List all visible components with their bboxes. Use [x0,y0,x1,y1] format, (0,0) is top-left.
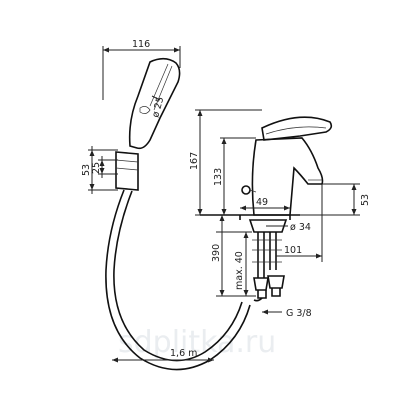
dim-dia-25: ø 25 [150,95,166,119]
dim-label-hose-length: 1,6 m [170,348,197,359]
dim-label-116: 116 [132,39,150,50]
dim-167-133: 167 133 [189,109,262,216]
dim-390-40: 390 max. 40 [211,215,256,297]
dim-49: 49 [240,197,290,211]
dim-label-dia-34: ø 34 [290,222,311,233]
dim-holder: 53 25 [81,146,118,194]
dim-label-max-40: max. 40 [234,251,245,290]
wall-holder [115,151,139,191]
dim-label-390: 390 [211,244,222,262]
dim-label-25-holder: 25 [91,162,102,174]
dim-label-53-holder: 53 [81,164,92,176]
dim-label-thread: G 3/8 [286,308,312,319]
dim-label-167: 167 [189,152,200,170]
dim-dia-34: ø 34 [266,222,311,233]
dim-hose-length: 1,6 m [112,348,214,363]
hand-shower [128,57,181,150]
dim-thread: G 3/8 [262,308,312,319]
dim-101: 101 [276,184,323,262]
dim-label-49: 49 [256,197,268,208]
basin-mixer [200,116,333,233]
dim-spout-53: 53 [300,183,371,216]
dim-label-dia-25: ø 25 [150,96,166,119]
hose [105,189,251,371]
dim-116: 116 [102,39,181,100]
dim-label-133: 133 [213,168,224,186]
dim-label-53-spout: 53 [360,194,371,206]
supply-pipes [252,232,285,302]
watermark: sdplitka.ru [118,325,276,360]
dim-label-101: 101 [284,245,302,256]
